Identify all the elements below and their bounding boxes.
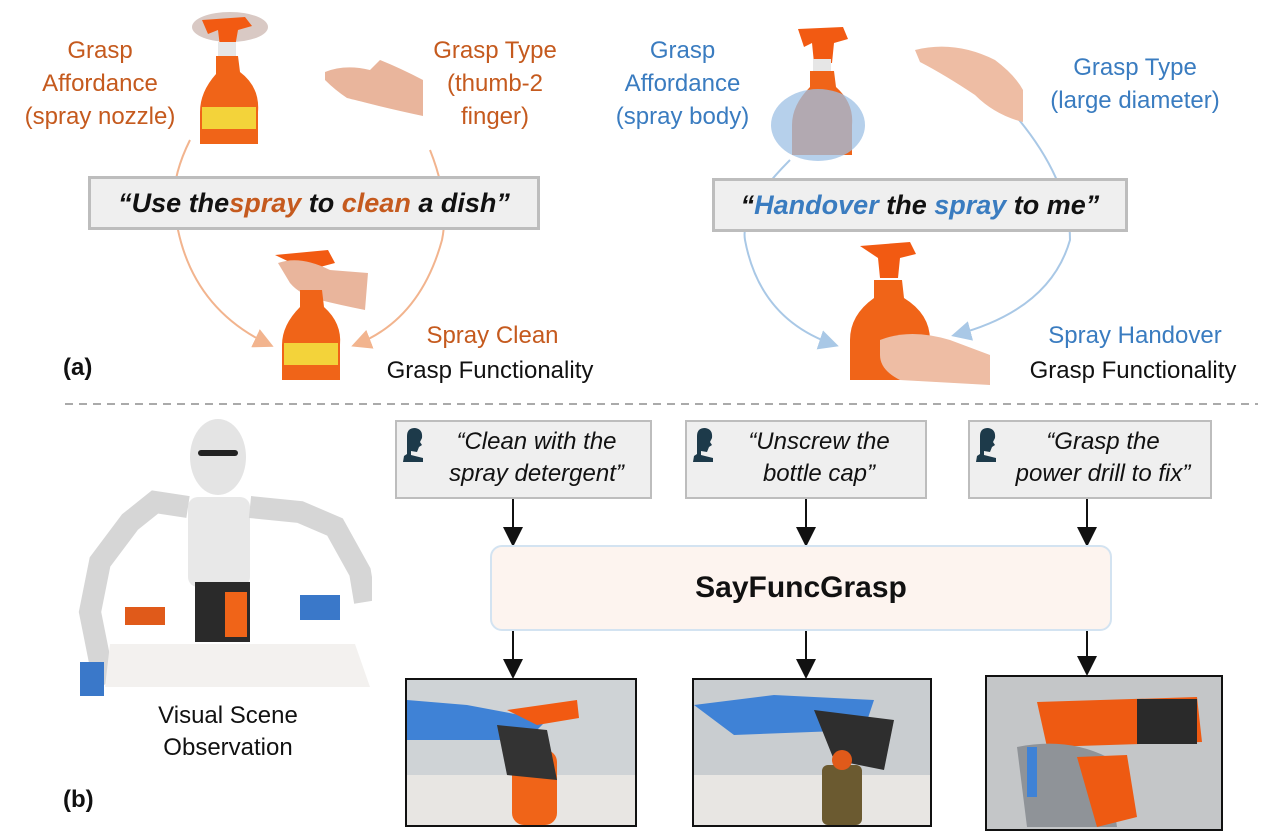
arc-right-b — [951, 114, 1072, 341]
grasp-type-label-right: Grasp Type(large diameter) — [1050, 54, 1220, 114]
hand-pinch-image — [325, 60, 423, 116]
arc-left-a — [172, 139, 274, 348]
result-photo-power-drill — [985, 675, 1223, 831]
result-photo-spray — [405, 678, 637, 827]
hand-large-diameter-image — [915, 46, 1023, 122]
person-icon — [403, 428, 423, 462]
functionality-name-left: Spray Clean — [426, 322, 559, 349]
sayfuncgrasp-model-box: SayFuncGrasp — [490, 545, 1112, 631]
spray-bottle-image — [192, 12, 268, 144]
quote-box-right: “Handover the spray to me” — [712, 178, 1128, 232]
quote-box-left: “Use the spray to clean a dish” — [88, 176, 540, 230]
spray-clean-image — [275, 250, 368, 380]
panel-b-label: (b) — [63, 786, 94, 813]
person-icon — [976, 428, 996, 462]
functionality-label-right: Grasp Functionality — [1029, 357, 1237, 384]
functionality-name-right: Spray Handover — [1048, 322, 1222, 349]
panel-a-label: (a) — [63, 354, 93, 381]
spray-handover-image — [850, 242, 990, 385]
functionality-label-left: Grasp Functionality — [386, 357, 594, 384]
robot-scene-image — [78, 419, 372, 696]
person-icon — [693, 428, 713, 462]
spray-bottle-body-image — [771, 27, 865, 161]
result-photo-bottle-cap — [692, 678, 932, 827]
